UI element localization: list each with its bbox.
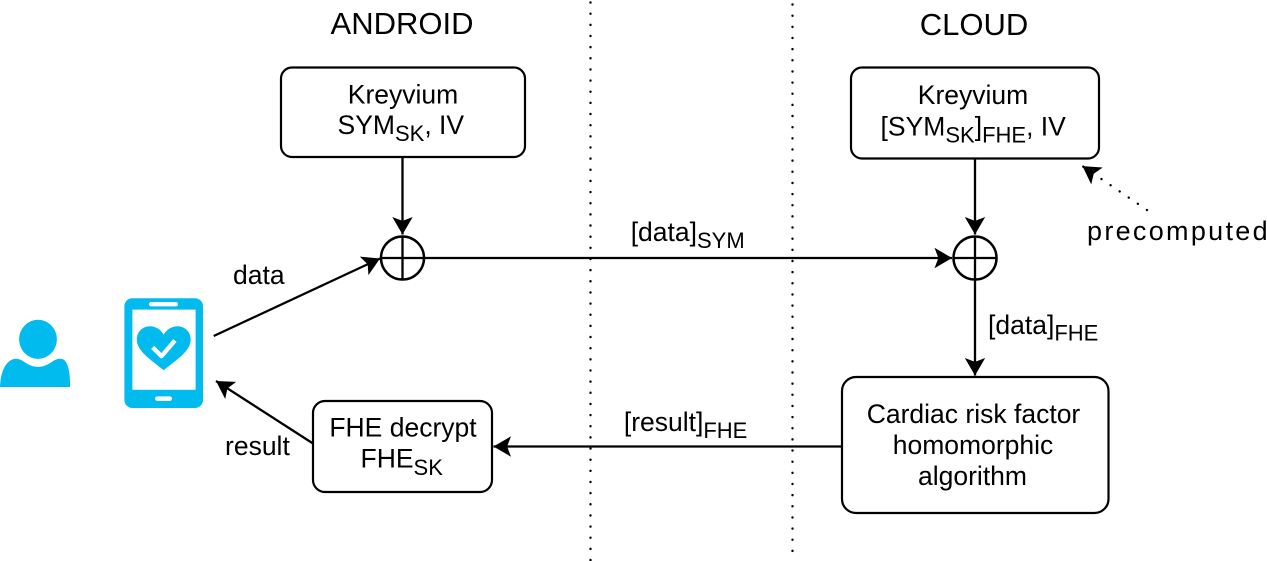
svg-text:[result]FHE: [result]FHE [624,407,748,443]
svg-text:FHE decrypt: FHE decrypt [329,413,477,443]
svg-text:ANDROID: ANDROID [331,6,474,41]
svg-text:Kreyvium: Kreyvium [918,80,1028,110]
svg-text:[data]SYM: [data]SYM [631,217,745,253]
svg-text:[data]FHE: [data]FHE [988,310,1098,346]
svg-text:CLOUD: CLOUD [920,7,1029,42]
svg-text:result: result [225,431,290,461]
svg-text:data: data [233,260,285,290]
svg-text:Cardiac risk factor: Cardiac risk factor [867,399,1081,429]
svg-text:precomputed: precomputed [1087,216,1267,246]
svg-text:homomorphic: homomorphic [893,430,1054,460]
svg-text:Kreyvium: Kreyvium [348,80,458,110]
svg-text:algorithm: algorithm [918,461,1027,491]
